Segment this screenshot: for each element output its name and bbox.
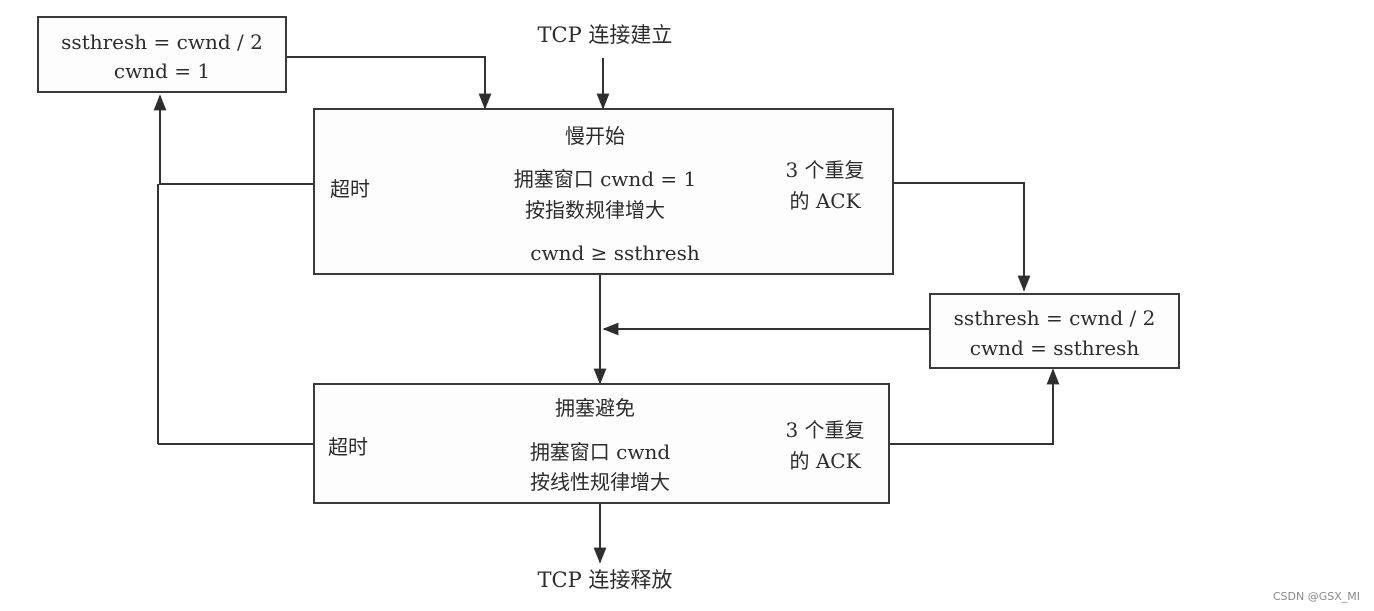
timeout-box-line2: cwnd = 1 [113,59,211,83]
slow-start-transition-label: cwnd ≥ ssthresh [530,241,700,265]
ca-dupack-line1: 3 个重复 [785,418,865,442]
timeout-reset-box: ssthresh = cwnd / 2 cwnd = 1 [37,16,287,93]
ca-dupack-line2: 的 ACK [789,449,861,473]
fast-recovery-line2: cwnd = ssthresh [969,336,1140,360]
arrow-timeout-box-to-slow-start [286,56,492,110]
arrow-ca-dupack [889,368,1060,445]
ca-desc2: 按线性规律增大 [530,470,670,494]
timeout-box-line1: ssthresh = cwnd / 2 [61,30,263,54]
slow-start-timeout-label: 超时 [330,177,370,201]
start-label: TCP 连接建立 [537,23,673,47]
fast-recovery-box: ssthresh = cwnd / 2 cwnd = ssthresh [929,293,1180,369]
slow-start-title: 慢开始 [565,124,625,148]
ca-desc1: 拥塞窗口 cwnd [529,440,671,464]
slow-start-dupack-line2: 的 ACK [789,189,861,213]
slow-start-desc1: 拥塞窗口 cwnd = 1 [513,167,697,191]
fast-recovery-line1: ssthresh = cwnd / 2 [953,306,1156,330]
congestion-avoidance-title: 拥塞避免 [555,396,635,420]
slow-start-desc2: 按指数规律增大 [525,198,665,222]
arrow-slow-start-dupack [893,182,1031,292]
end-label: TCP 连接释放 [537,568,673,592]
congestion-avoidance-box: 拥塞避免 超时 拥塞窗口 cwnd 按线性规律增大 3 个重复 的 ACK [313,383,890,504]
watermark: CSDN @GSX_MI [1272,590,1360,603]
slow-start-dupack-line1: 3 个重复 [785,158,865,182]
ca-timeout-label: 超时 [328,435,368,459]
arrow-slow-start-timeout [153,94,315,185]
slow-start-box: 慢开始 超时 拥塞窗口 cwnd = 1 按指数规律增大 3 个重复 的 ACK… [313,108,894,275]
